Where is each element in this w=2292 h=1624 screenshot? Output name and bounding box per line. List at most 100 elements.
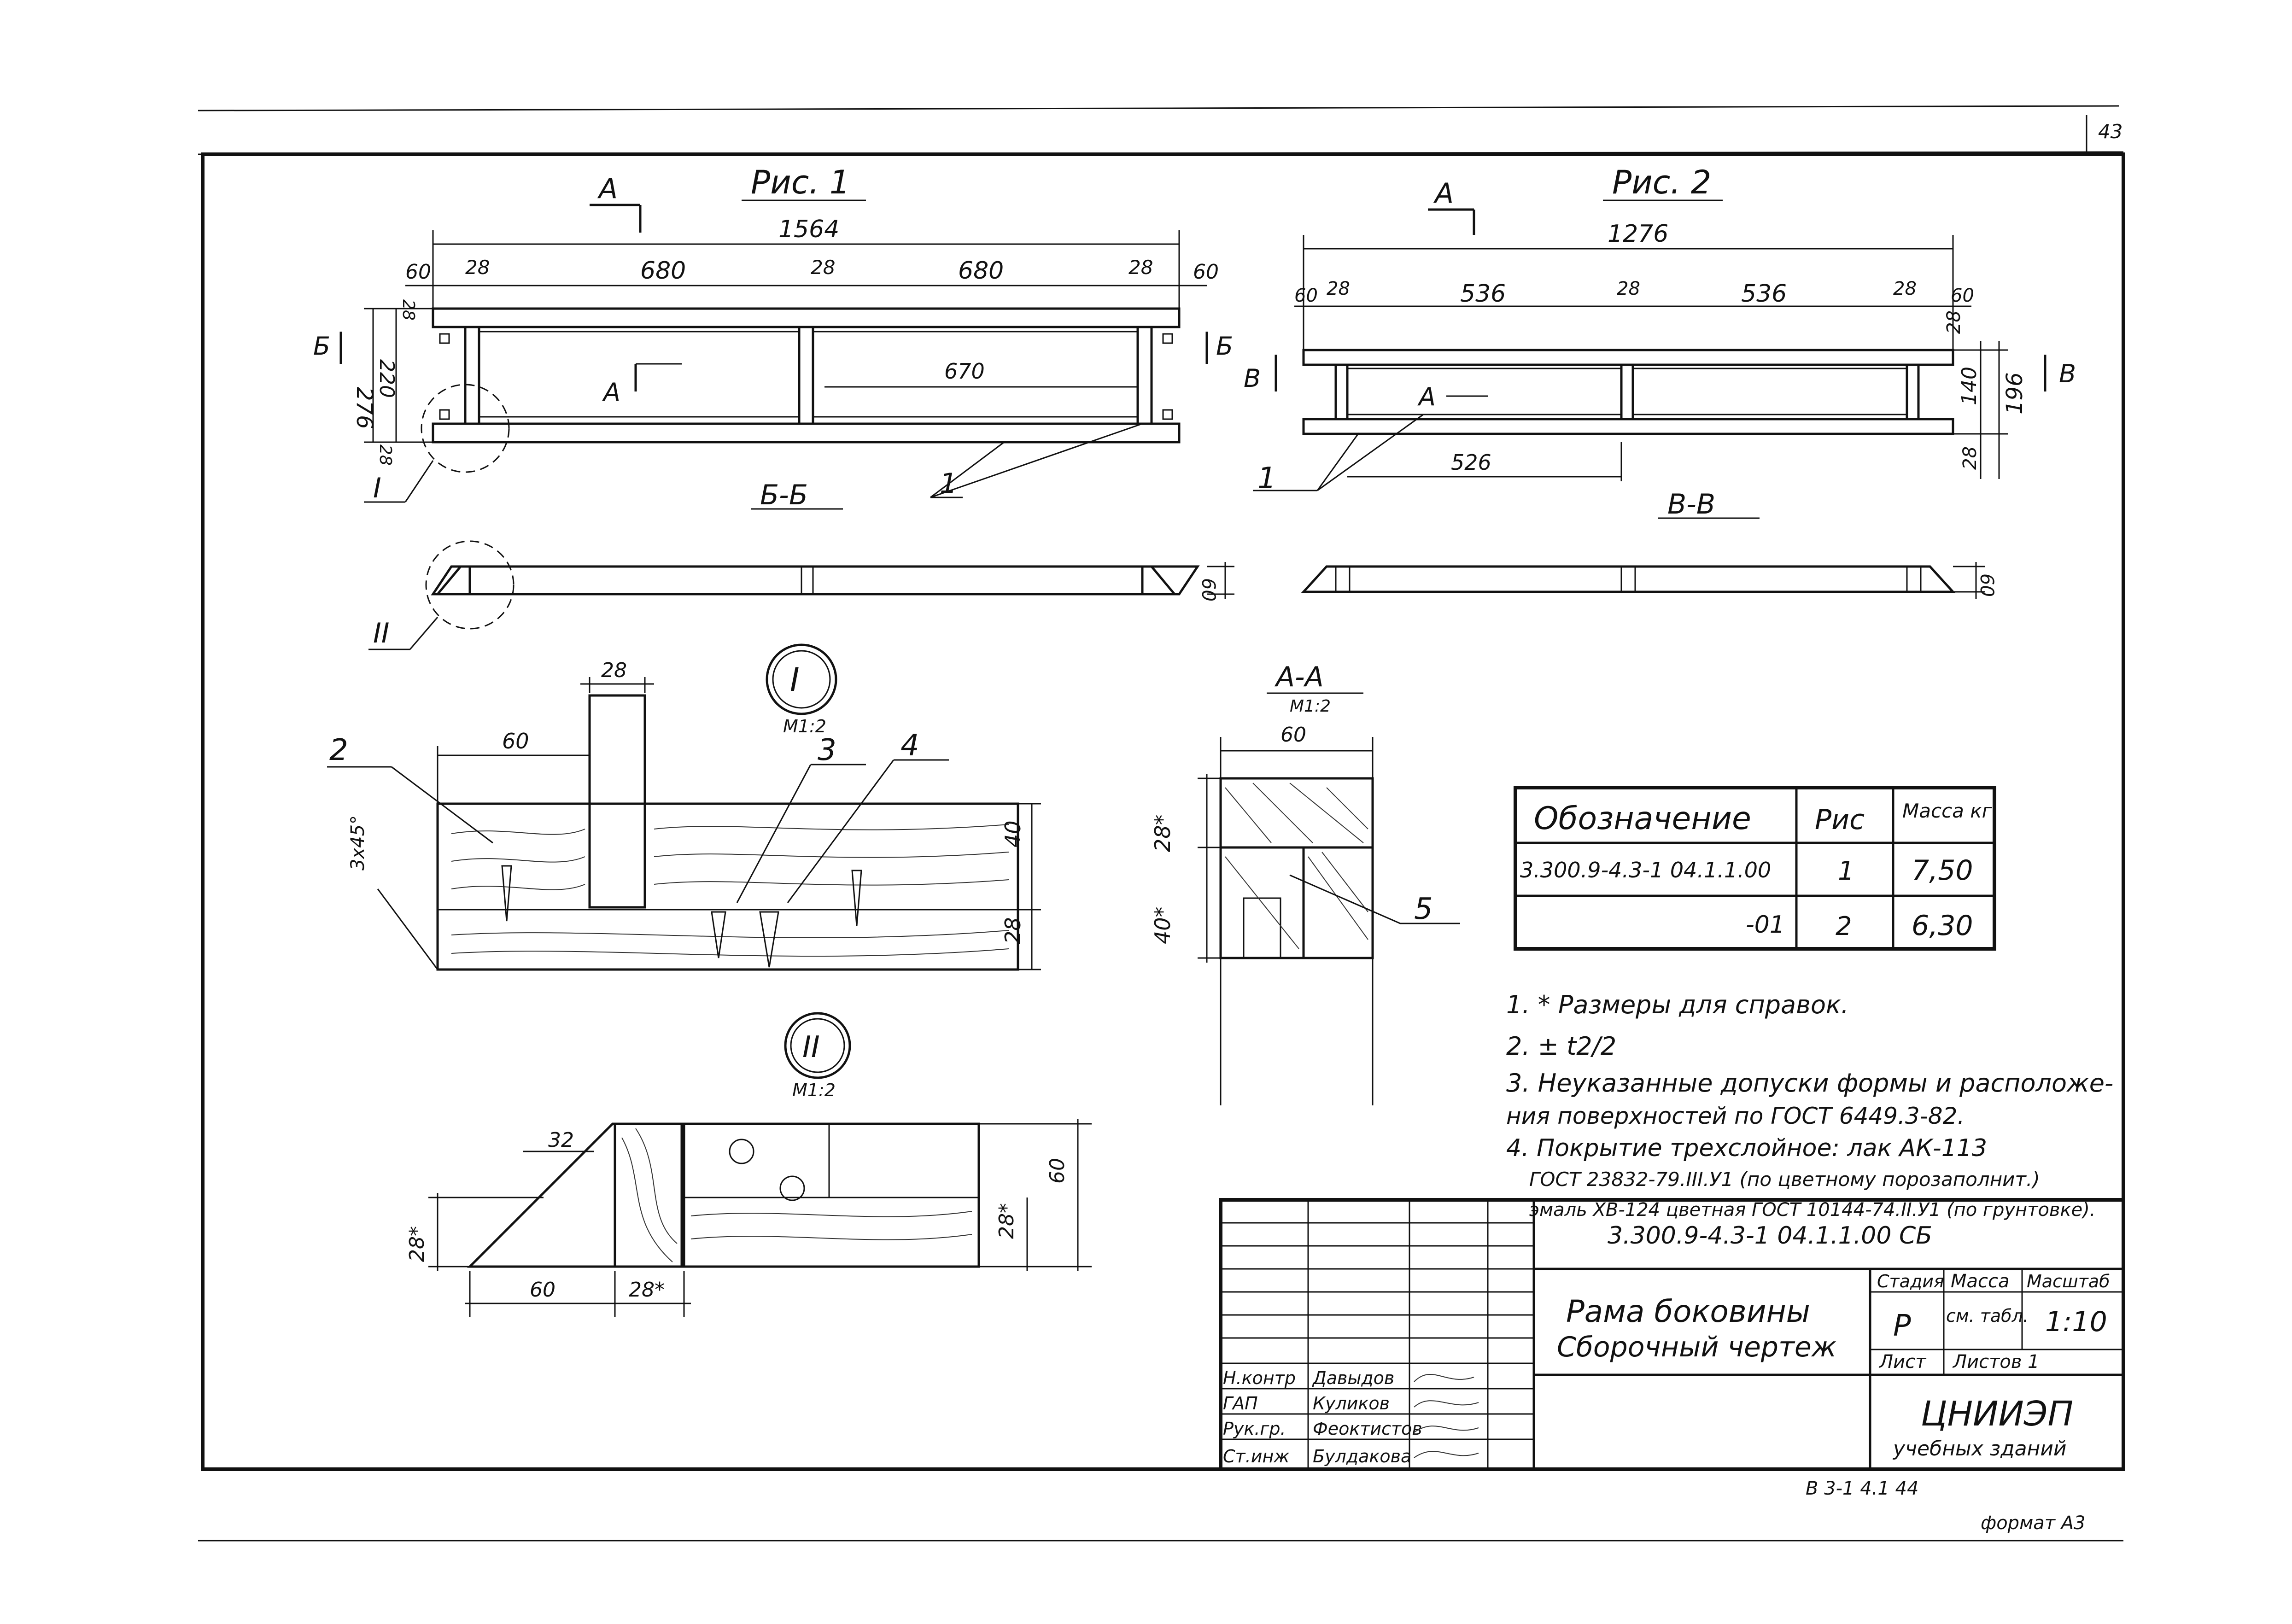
fig2-dim-0: 60 — [1294, 285, 1318, 306]
fig1-left-dim-1: 220 — [375, 359, 398, 398]
detail2-dim-3: 28* — [995, 1203, 1018, 1239]
tb-name-1: Рама боковины — [1566, 1294, 1810, 1329]
tb-stage: Р — [1893, 1309, 1911, 1343]
detail1-dim-1: 60 — [502, 729, 529, 754]
fig2-section-mark: А — [1433, 177, 1454, 210]
fig2-right-dim-2: 196 — [2002, 372, 2028, 415]
tb-mass-label: Масса — [1951, 1271, 2010, 1292]
note-4: 4. Покрытие трехслойное: лак АК-113 — [1506, 1134, 1987, 1162]
detail1-dim-0: 28 — [601, 659, 627, 682]
fig2-leader-1: 1 — [1257, 461, 1276, 496]
fig1-section-height: 60 — [1198, 578, 1219, 602]
fig2-overall-dim: 1276 — [1608, 220, 1668, 248]
tb-scale: 1:10 — [2045, 1306, 2107, 1338]
fig2-section-height: 60 — [1976, 573, 1997, 597]
tb-person-3: Булдакова — [1313, 1446, 1411, 1466]
note-2: 3. Неуказанные допуски формы и расположе… — [1506, 1069, 2113, 1098]
fig1-section-view: 60 II — [368, 540, 1234, 650]
detail2-dim-1: 28* — [405, 1226, 429, 1262]
tb-sheet-label: Лист — [1878, 1351, 1927, 1373]
spec-row1-fig: 2 — [1836, 911, 1852, 941]
aa-leader-5: 5 — [1414, 892, 1433, 926]
fig2-dim-1: 28 — [1327, 278, 1350, 299]
spec-header-1: Рис — [1815, 804, 1865, 836]
sheet-frame — [198, 105, 2125, 1542]
fig1-node2-mark: II — [373, 617, 389, 649]
spec-row1-code: -01 — [1746, 911, 1785, 939]
detail1-chamfer: 3х45° — [347, 815, 368, 870]
fig1-dim-4: 680 — [958, 257, 1004, 285]
tb-person-0: Давыдов — [1312, 1368, 1394, 1388]
fig2-dim-6: 60 — [1951, 285, 1974, 306]
detail1-mark: I — [790, 661, 800, 699]
tb-sheets-label: Листов 1 — [1952, 1351, 2040, 1373]
fig2-dim-4: 536 — [1741, 280, 1787, 308]
spec-header-0: Обозначение — [1534, 800, 1751, 837]
fig2-dim-3: 28 — [1617, 278, 1640, 299]
detail1-leader-4: 4 — [900, 729, 919, 763]
fig1-dim-inner: 670 — [944, 359, 985, 384]
fig1-overall-dim: 1564 — [778, 216, 839, 243]
format-label: формат А3 — [1981, 1513, 2086, 1534]
aa-dim-0: 28* — [1150, 814, 1175, 852]
fig1-dim-3: 28 — [811, 256, 835, 279]
spec-row0-code: 3.300.9-4.3-1 04.1.1.00 — [1520, 858, 1771, 882]
fig1-leader-1: 1 — [940, 467, 957, 500]
fig1-left-dim-3: 28 — [376, 444, 395, 466]
fig2-right-dim-1: 140 — [1958, 367, 1981, 405]
fig2-dim-bottom: 526 — [1451, 450, 1491, 475]
tb-person-1: Куликов — [1313, 1393, 1390, 1414]
notes: 1. * Размеры для справок. 2. ± t2/2 3. Н… — [1506, 990, 2113, 1221]
tb-doc-code: 3.300.9-4.3-1 04.1.1.00 СБ — [1608, 1222, 1932, 1250]
spec-row0-mass: 7,50 — [1912, 854, 1973, 887]
fig2-section-left: В — [1244, 364, 1261, 393]
tb-role-0: Н.контр — [1223, 1368, 1296, 1388]
detail2-scale: М1:2 — [792, 1080, 836, 1100]
tb-role-3: Ст.инж — [1223, 1446, 1290, 1466]
detail1-dim-2: 40 — [1000, 820, 1025, 847]
tb-name-2: Сборочный чертеж — [1557, 1331, 1836, 1363]
tb-person-2: Феоктистов — [1313, 1419, 1422, 1439]
note-0: 1. * Размеры для справок. — [1506, 990, 1849, 1019]
note-1: 2. ± t2/2 — [1506, 1032, 1616, 1061]
fig1-section-mark: А — [597, 173, 618, 205]
fig1-left-dim-2: 276 — [351, 387, 377, 429]
detail2-dim-5: 28* — [629, 1278, 665, 1302]
detail1: I М1:2 28 60 40 28 3х45° 2 3 4 — [327, 643, 1041, 971]
fig2-right-dim-0: 28 — [1943, 310, 1965, 334]
fig2-section-view-title: В-В — [1667, 488, 1715, 520]
fig1-section-left: Б — [313, 332, 330, 361]
detail2-dim-0: 32 — [548, 1128, 574, 1152]
spec-table: Обозначение Рис Масса кг 3.300.9-4.3-1 0… — [1514, 786, 1996, 951]
detail1-leader-2: 2 — [329, 733, 348, 767]
note-6: эмаль ХВ-124 цветная ГОСТ 10144-74.II.У1… — [1529, 1199, 2096, 1221]
tb-scale-label: Масштаб — [2027, 1271, 2110, 1291]
fig2-dim-2: 536 — [1460, 280, 1506, 308]
spec-row1-mass: 6,30 — [1912, 910, 1973, 942]
detail2-dim-4: 60 — [530, 1278, 555, 1302]
fig2-title: Рис. 2 — [1612, 164, 1711, 201]
detail2-mark: II — [802, 1030, 820, 1064]
fig1-dim-0: 60 — [405, 260, 431, 284]
aa-title: А-А — [1274, 661, 1324, 693]
fig2-dim-5: 28 — [1893, 278, 1917, 299]
aa-dim-1: 40* — [1150, 906, 1175, 944]
aa-scale: М1:2 — [1290, 697, 1331, 716]
fig2-section-inner: А — [1417, 382, 1436, 411]
detail-aa: А-А М1:2 60 28* 40* 5 — [1150, 661, 1460, 1105]
detail1-dim-3: 28 — [1000, 917, 1025, 944]
bottom-ref: В 3-1 4.1 44 — [1806, 1478, 1918, 1499]
fig1-left-dim-0: 28 — [399, 299, 418, 321]
title-block: 3.300.9-4.3-1 04.1.1.00 СБ Рама боковины… — [1219, 1198, 2125, 1471]
detail2-dim-2: 60 — [1046, 1158, 1069, 1184]
aa-width: 60 — [1280, 723, 1306, 747]
tb-role-2: Рук.гр. — [1223, 1419, 1286, 1439]
fig1-section-right: Б — [1216, 332, 1233, 361]
sheet-number: 43 — [2098, 120, 2122, 143]
spec-header-2: Масса кг — [1902, 800, 1993, 822]
detail1-leader-3: 3 — [818, 733, 836, 767]
tb-org-1: ЦНИИЭП — [1921, 1394, 2073, 1434]
fig1-dim-1: 28 — [465, 256, 490, 279]
detail1-scale: М1:2 — [783, 716, 826, 736]
